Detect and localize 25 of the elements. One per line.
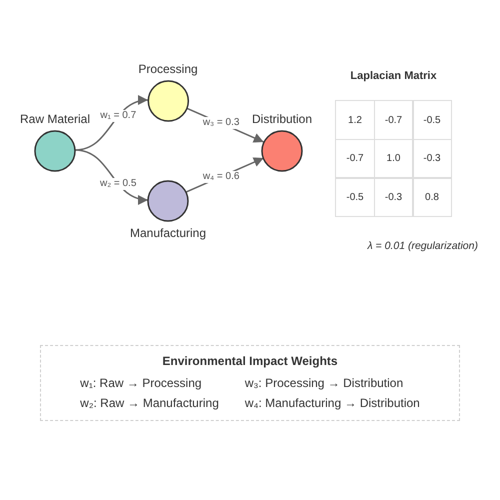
weight-key-text: w₃: Processing → Distribution — [244, 376, 404, 390]
matrix-cell: -0.7 — [374, 100, 414, 140]
panel-heading: Environmental Impact Weights — [162, 354, 338, 368]
matrix-cell: 1.2 — [335, 100, 375, 140]
weight-key-text: w₁: Raw → Processing — [80, 376, 202, 390]
node-label: Raw Material — [20, 112, 90, 126]
node-label: Manufacturing — [130, 226, 206, 240]
edge-label: w₁ = 0.7 — [98, 110, 138, 122]
edge-label: w₃ = 0.3 — [200, 117, 242, 130]
matrix-cell: -0.3 — [412, 138, 452, 178]
matrix-cell: -0.7 — [335, 138, 375, 178]
matrix-cell: 0.8 — [412, 177, 452, 217]
edge-label: w₄ = 0.6 — [200, 170, 242, 183]
matrix-title: Laplacian Matrix — [350, 70, 437, 82]
note-text: λ = 0.01 (regularization) — [367, 240, 478, 252]
matrix-cell: -0.5 — [412, 100, 452, 140]
matrix-cell: -0.3 — [374, 177, 414, 217]
weight-key-text: w₄: Manufacturing → Distribution — [244, 396, 420, 410]
matrix-cell: 1.0 — [374, 138, 414, 178]
weight-key-text: w₂: Raw → Manufacturing — [80, 396, 219, 410]
node-label: Distribution — [252, 112, 312, 126]
matrix-cell: -0.5 — [335, 177, 375, 217]
edge-label: w₂ = 0.5 — [98, 178, 138, 190]
weights-panel — [40, 345, 460, 421]
node-label: Processing — [138, 62, 198, 76]
